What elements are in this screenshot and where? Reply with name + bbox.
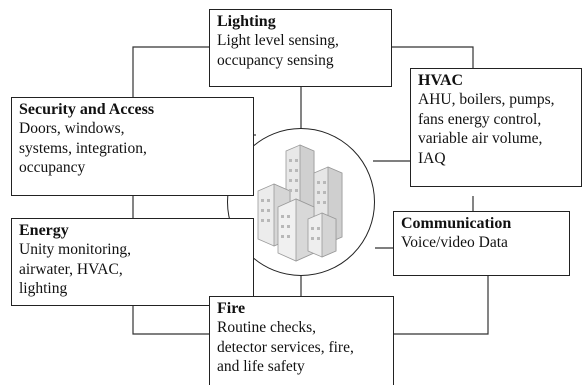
node-line: AHU, boilers, pumps,	[418, 91, 555, 108]
buildings-icon	[257, 144, 343, 262]
node-line: Light level sensing,	[217, 32, 339, 49]
node-line: lighting	[19, 280, 68, 297]
node-communication: Communication Voice/video Data	[393, 211, 570, 276]
node-line: IAQ	[418, 149, 446, 167]
node-line: detector services, fire,	[217, 338, 354, 356]
node-fire: Fire Routine checks, detector services, …	[209, 296, 394, 385]
node-title: HVAC	[418, 72, 464, 89]
node-title: Fire	[217, 300, 246, 317]
node-line: variable air volume,	[418, 130, 543, 147]
node-title: Communication	[401, 215, 512, 232]
node-line: occupancy	[19, 159, 86, 176]
node-title: Security and Access	[19, 101, 155, 118]
node-line: systems, integration,	[19, 139, 147, 157]
node-lighting: Lighting Light level sensing, occupancy …	[209, 9, 392, 87]
node-line: fans energy control,	[418, 110, 542, 128]
node-title: Lighting	[217, 13, 276, 30]
node-line: airwater, HVAC,	[19, 260, 123, 278]
node-line: Voice/video Data	[401, 234, 508, 251]
node-energy: Energy Unity monitoring, airwater, HVAC,…	[11, 218, 254, 306]
node-title: Energy	[19, 222, 69, 239]
node-line: and life safety	[217, 358, 305, 375]
node-security-and-access: Security and Access Doors, windows, syst…	[11, 97, 254, 196]
node-line: Doors, windows,	[19, 120, 125, 137]
node-line: Routine checks,	[217, 319, 317, 336]
node-line: occupancy sensing	[217, 51, 334, 69]
node-line: Unity monitoring,	[19, 241, 131, 258]
node-hvac: HVAC AHU, boilers, pumps, fans energy co…	[410, 68, 582, 187]
